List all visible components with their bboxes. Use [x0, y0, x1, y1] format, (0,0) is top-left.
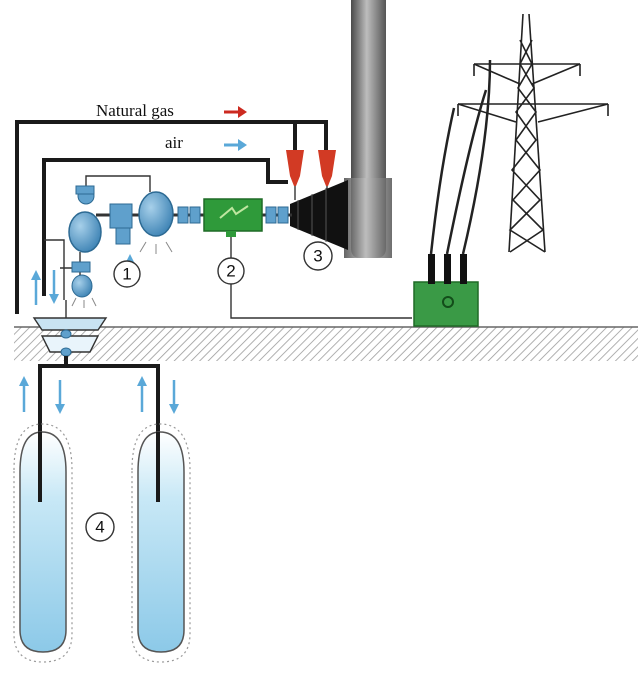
- natural-gas-label: Natural gas: [96, 101, 174, 120]
- svg-text:1: 1: [122, 265, 131, 284]
- exhaust-stack: [344, 0, 392, 258]
- arrow-up-icon: [137, 376, 147, 412]
- marker-1: 1: [113, 260, 141, 288]
- marker-3: 3: [303, 241, 333, 271]
- air-arrow-icon: [224, 139, 247, 151]
- transformer: [413, 254, 479, 327]
- air-label-group: air: [165, 133, 247, 152]
- arrow-up-icon: [31, 270, 41, 305]
- arrow-down-icon: [169, 380, 179, 414]
- natural-gas-arrow-icon: [224, 106, 247, 118]
- salt-cavern-left: [13, 423, 73, 663]
- arrow-down-icon: [55, 380, 65, 414]
- arrow-down-icon: [49, 270, 59, 304]
- svg-text:4: 4: [95, 518, 104, 537]
- ground: [14, 326, 638, 361]
- marker-4: 4: [85, 512, 115, 542]
- combustor-chambers: [286, 150, 336, 200]
- natural-gas-pipe: [15, 120, 328, 314]
- svg-text:3: 3: [313, 247, 322, 266]
- svg-text:2: 2: [226, 262, 235, 281]
- salt-cavern-right: [131, 423, 191, 663]
- air-pipe: [42, 158, 288, 296]
- power-lines: [429, 59, 492, 255]
- natural-gas-label-group: Natural gas: [96, 101, 247, 120]
- transmission-pylon: [457, 13, 609, 253]
- compressor-train: [44, 175, 174, 308]
- flow-arrows-caverns: [19, 376, 179, 414]
- turbine: [290, 180, 348, 250]
- air-label: air: [165, 133, 183, 152]
- cooling-rays-icon: [71, 241, 173, 308]
- wellhead-valve: [32, 300, 108, 357]
- marker-2: 2: [217, 257, 245, 285]
- arrow-up-icon: [19, 376, 29, 412]
